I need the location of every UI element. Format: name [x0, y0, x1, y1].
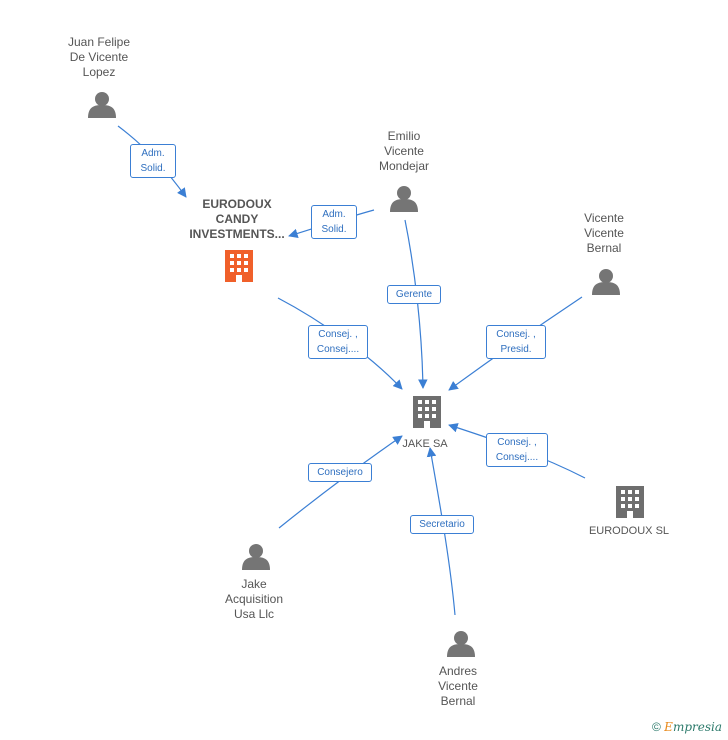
edge-label-juan-candy[interactable]: Adm. Solid. — [130, 144, 176, 178]
node-label-jake-sa[interactable]: JAKE SA — [402, 438, 448, 450]
node-label-emilio[interactable]: Emilio Vicente Mondejar — [378, 129, 430, 173]
copyright-symbol: © — [651, 720, 661, 734]
empresia-logo: Empresia — [664, 720, 722, 734]
node-label-andres[interactable]: Andres Vicente Bernal — [438, 664, 478, 708]
edge-label-andres-jake[interactable]: Secretario — [410, 515, 474, 534]
person-icon-emilio[interactable] — [390, 186, 418, 212]
edge-label-acq-jake[interactable]: Consejero — [308, 463, 372, 482]
node-label-eurodoux-candy[interactable]: EURODOUX CANDY INVESTMENTS... — [189, 197, 285, 241]
building-icon-eurodoux-candy[interactable] — [225, 250, 253, 282]
edge-label-emilio-candy[interactable]: Adm. Solid. — [311, 205, 357, 239]
edge-label-sl-jake[interactable]: Consej. , Consej.... — [486, 433, 548, 467]
edge-label-emilio-jake[interactable]: Gerente — [387, 285, 441, 304]
node-label-jake-acquisition[interactable]: Jake Acquisition Usa Llc — [224, 577, 284, 621]
edge-emilio-to-jake — [404, 219, 428, 389]
node-label-juan[interactable]: Juan Felipe De Vicente Lopez — [67, 35, 131, 79]
edge-label-vicente-jake[interactable]: Consej. , Presid. — [486, 325, 546, 359]
person-icon-juan[interactable] — [88, 92, 116, 118]
node-label-vicente[interactable]: Vicente Vicente Bernal — [584, 211, 624, 255]
person-icon-jake-acquisition[interactable] — [242, 544, 270, 570]
edge-acq-to-jake — [278, 435, 403, 529]
node-label-eurodoux-sl[interactable]: EURODOUX SL — [588, 525, 670, 537]
building-icon-eurodoux-sl[interactable] — [616, 486, 644, 518]
person-icon-vicente[interactable] — [592, 269, 620, 295]
building-icon-jake-sa[interactable] — [413, 396, 441, 428]
edge-label-candy-jake[interactable]: Consej. , Consej.... — [308, 325, 368, 359]
person-icon-andres[interactable] — [447, 631, 475, 657]
copyright-watermark: © Empresia — [652, 720, 722, 734]
